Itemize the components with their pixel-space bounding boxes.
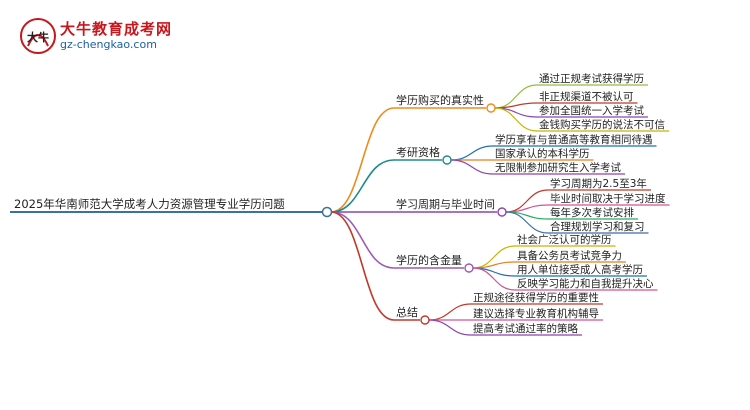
leaf-node-label: 反映学习能力和自我提升决心 [517, 277, 654, 290]
branch-connector [330, 107, 395, 213]
leaf-connector [428, 303, 472, 321]
root-node-dot[interactable] [321, 206, 333, 218]
leaf-connector [505, 211, 549, 234]
branch-connector [330, 159, 395, 213]
leaf-node-label: 参加全国统一入学考试 [539, 104, 644, 117]
leaf-node-label: 社会广泛认可的学历 [517, 233, 612, 246]
branch-node-label: 总结 [396, 305, 418, 319]
leaf-connector [450, 145, 494, 161]
mindmap-edges [330, 84, 549, 336]
branch-node-dot[interactable] [464, 263, 474, 273]
leaf-connector [428, 319, 472, 336]
logo-mark-glyph: 大牛 [27, 30, 49, 44]
leaf-node-label: 合理规划学习和复习 [550, 220, 645, 233]
leaf-node-label: 提高考试通过率的策略 [473, 322, 578, 335]
leaf-node-label: 具备公务员考试竞争力 [517, 249, 622, 262]
branch-node-label: 考研资格 [396, 145, 440, 159]
leaf-node-label: 学习周期为2.5至3年 [550, 177, 647, 190]
leaf-node-label: 学历享有与普通高等教育相同待遇 [495, 133, 653, 146]
leaf-connector [450, 159, 494, 175]
branch-node-label: 学习周期与毕业时间 [396, 197, 495, 211]
branch-node-dot[interactable] [442, 155, 452, 165]
leaf-node-label: 正规途径获得学历的重要性 [473, 291, 599, 304]
leaf-node-label: 每年多次考试安排 [550, 206, 634, 219]
branch-node-dot[interactable] [497, 207, 507, 217]
brand-url[interactable]: gz-chengkao.com [60, 38, 157, 51]
branch-node-dot[interactable] [420, 315, 430, 325]
leaf-connector [472, 267, 516, 291]
leaf-connector [494, 107, 538, 132]
leaf-node-label: 非正规渠道不被认可 [539, 90, 634, 103]
leaf-connector [494, 84, 538, 109]
logo-mark-icon: 大牛 [20, 18, 56, 54]
brand-name: 大牛教育成考网 [60, 20, 173, 38]
leaf-node-label: 毕业时间取决于学习进度 [550, 192, 666, 205]
site-logo[interactable]: 大牛 大牛教育成考网 gz-chengkao.com [18, 16, 218, 56]
branch-connector [330, 211, 395, 269]
branch-node-label: 学历的含金量 [396, 253, 462, 267]
leaf-connector [494, 102, 538, 109]
branch-connector [330, 211, 395, 321]
leaf-node-label: 建议选择专业教育机构辅导 [473, 307, 599, 320]
branch-node-dot[interactable] [486, 103, 496, 113]
root-node-label: 2025年华南师范大学成考人力资源管理专业学历问题 [14, 197, 285, 211]
leaf-node-label: 用人单位接受成人高考学历 [517, 263, 643, 276]
mindmap-nodes: 2025年华南师范大学成考人力资源管理专业学历问题 学历购买的真实性 通过正规考试获… [10, 72, 670, 336]
branch-node-label: 学历购买的真实性 [396, 93, 484, 107]
leaf-node-label: 无限制参加研究生入学考试 [495, 161, 621, 174]
leaf-node-label: 通过正规考试获得学历 [539, 72, 644, 85]
leaf-node-label: 国家承认的本科学历 [495, 147, 590, 160]
leaf-node-label: 金钱购买学历的说法不可信 [539, 118, 665, 131]
